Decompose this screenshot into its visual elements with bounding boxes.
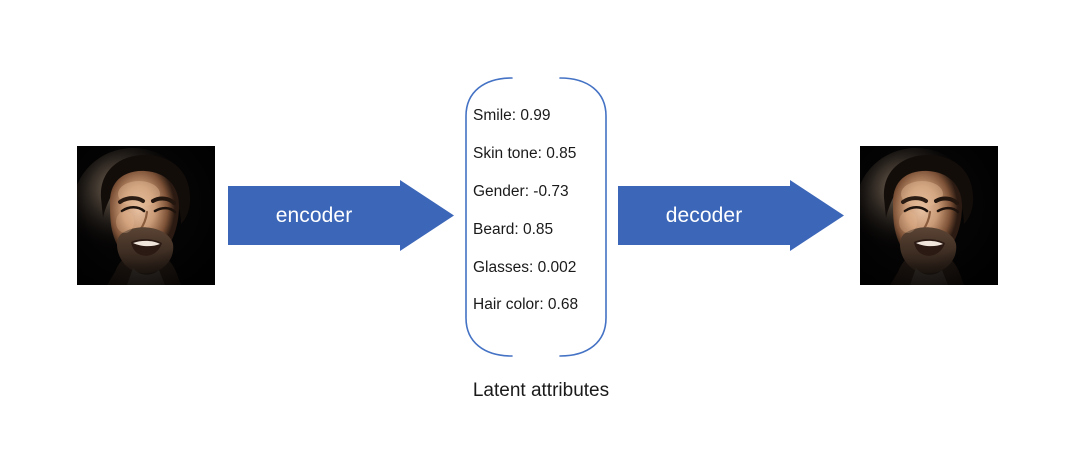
decoder-label: decoder [665, 204, 743, 227]
latent-attribute-smile: Smile: 0.99 [473, 107, 551, 124]
latent-attributes-caption: Latent attributes [472, 380, 610, 401]
input-face-photo [77, 146, 215, 285]
encoder-arrow [228, 180, 454, 251]
latent-bracket [462, 74, 610, 360]
latent-attribute-skin-tone: Skin tone: 0.85 [473, 144, 577, 162]
latent-attribute-beard: Beard: 0.85 [473, 220, 554, 238]
output-face-photo [860, 146, 998, 285]
decoder-arrow [618, 180, 844, 251]
encoder-label: encoder [275, 204, 353, 227]
latent-attribute-hair-color: Hair color: 0.68 [473, 296, 579, 314]
latent-attribute-glasses: Glasses: 0.002 [473, 258, 577, 276]
latent-attribute-gender: Gender: -0.73 [473, 182, 569, 200]
latent-attribute-list: Smile: 0.99 Skin tone: 0.85 Gender: -0.7… [473, 108, 613, 313]
